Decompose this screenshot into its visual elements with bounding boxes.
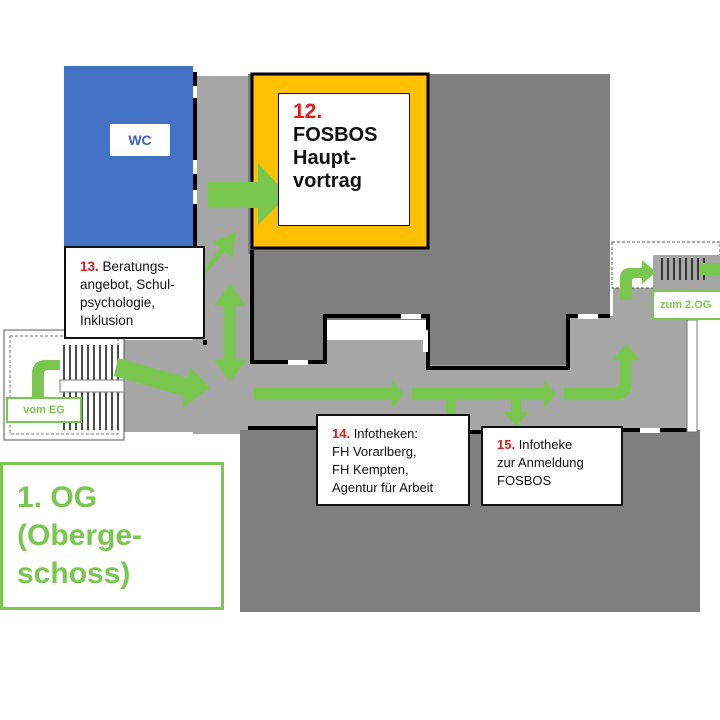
arrow-turn-up (564, 344, 640, 400)
info-desks-label: 14. Infotheken: FH Vorarlberg, FH Kempte… (316, 414, 470, 506)
wc-room (64, 66, 193, 246)
room-number: 14. (332, 426, 351, 441)
counseling-label: 13. Beratungs- angebot, Schul- psycholog… (64, 246, 205, 339)
main-talk-label: 12. FOSBOS Haupt- vortrag (278, 93, 410, 226)
room-title-line: Haupt- (293, 147, 357, 169)
room-title-line: Infotheke (515, 437, 573, 452)
room-title-line: Infotheken: (350, 426, 419, 441)
room-number: 13. (80, 259, 99, 274)
room-title-line: Beratungs- (98, 259, 169, 274)
to-second-floor-tag: zum 2.OG (652, 290, 720, 320)
from-ground-floor-tag: vom EG (6, 397, 82, 423)
registration-label: 15. Infotheke zur Anmeldung FOSBOS (481, 426, 623, 506)
arrow-from-ground (32, 360, 60, 400)
room-title-line: FOSBOS (497, 473, 552, 488)
room-title-line: Inklusion (80, 313, 134, 328)
door-openings (193, 86, 660, 433)
room-title-line: FOSBOS (293, 124, 378, 146)
arrow-to-upper-stairs (620, 260, 656, 300)
room-title-line: Agentur für Arbeit (332, 480, 434, 495)
room-title-line: FH Kempten, (332, 462, 409, 477)
arrow-vertical (214, 283, 246, 382)
room-title-line: FH Vorarlberg, (332, 444, 417, 459)
room-title-line: psychologie, (80, 295, 156, 310)
floor-label-line: schoss) (17, 557, 131, 590)
arrow-corridor-2 (412, 380, 556, 408)
room-number: 12. (293, 100, 323, 123)
room-title-line: angebot, Schul- (80, 277, 175, 292)
wc-label: WC (110, 124, 170, 156)
room-number: 15. (497, 437, 516, 452)
arrow-from-stairs (114, 358, 210, 408)
arrow-to-info-15 (503, 398, 529, 426)
route-arrows (32, 163, 720, 432)
arrow-corridor-1 (254, 380, 404, 408)
floor-label-line: 1. OG (17, 481, 98, 514)
room-title-line: vortrag (293, 170, 362, 192)
stairwell-left (3, 329, 125, 441)
floor-label-line: (Oberge- (17, 519, 143, 552)
arrow-to-main-talk (208, 163, 288, 225)
room-title-line: zur Anmeldung (497, 455, 584, 470)
floor-label: 1. OG (Oberge- schoss) (0, 462, 224, 610)
